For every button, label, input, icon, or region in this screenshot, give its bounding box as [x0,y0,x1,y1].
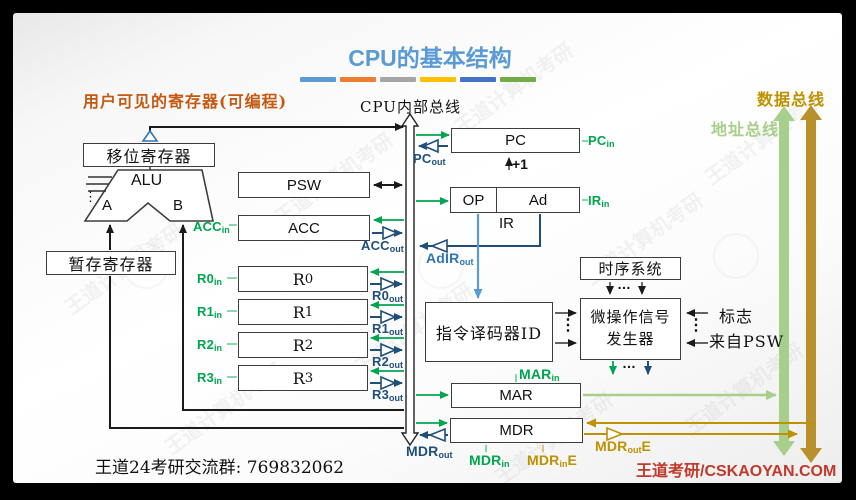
r2-out-gate [380,342,398,358]
r2-in-label: R2in [197,337,223,353]
data-bus-label: 数据总线 [757,90,826,109]
acc-in-label: ACCin [193,219,230,235]
shift-to-bus-wire [149,123,404,131]
micro-op-line2: 发生器 [606,330,655,348]
pc-out-gate [421,138,439,154]
timing-system-box: 时序系统 [580,257,681,280]
shift-out-gate [141,129,159,142]
alu-shape [83,169,214,222]
title-dash [500,77,536,82]
pc-box: PC [451,128,580,153]
temp-register-box: 暂存寄存器 [46,251,176,275]
r3-base: R [292,368,305,388]
ir-caption: IR [499,215,514,232]
mar-in-label: MARin [519,366,560,383]
mar-box: MAR [451,383,581,408]
acc-out-label: ACCout [361,238,404,254]
r0-base: R [292,269,305,289]
shift-register-box: 移位寄存器 [83,143,215,167]
qq-group-text: 王道24考研交流群: 769832062 [95,458,345,478]
mdr-out-e-gate [606,426,625,442]
bus-to-alu-b-wire [179,224,404,411]
alu-extra-inputs-ellipsis: ⋮ [84,189,97,204]
alu-extra-input-marks [86,176,112,192]
r3-out-label: R3out [372,387,404,403]
micro-op-generator-box: 微操作信号 发生器 [580,298,681,360]
mdr-out-gate [427,427,446,443]
title-dash [460,77,496,82]
ir-ad-field: Ad [528,191,548,209]
data-bus-arrow [800,105,822,463]
r0-out-gate [380,276,398,292]
acc-box: ACC [238,215,370,241]
mdr-in-e-label: MDRinE [527,452,578,469]
r2-sub: 2 [304,337,314,353]
adir-out-gate [429,238,448,254]
address-bus-label: 地址总线 [711,120,780,139]
brand-text: 王道考研/CSKAOYAN.COM [636,463,837,480]
r1-out-label: R1out [372,321,404,337]
title-dash [340,77,376,82]
r1-sub: 1 [304,304,314,320]
title-dash [380,77,416,82]
watermark-logo [713,233,759,279]
pc-in-label: PCin [588,133,615,149]
r1-base: R [292,302,305,322]
micro-out-ellipsis: … [622,355,636,371]
pc-out-label: PCout [413,151,446,167]
r2-out-label: R2out [372,354,404,370]
title-dash [300,77,336,82]
decoder-ellipsis: ⋮ [560,317,576,334]
r0-in-label: R0in [197,271,223,287]
plus-one-label: +1 [512,156,528,172]
mdr-out-e-label: MDRoutE [595,438,652,455]
r3-in-label: R3in [197,370,223,386]
r0-sub: 0 [304,271,314,287]
user-visible-registers-label: 用户可见的寄存器(可编程) [83,92,288,111]
title-underline-dashes [300,77,536,82]
r1-in-label: R1in [197,304,223,320]
psw-box: PSW [238,172,370,198]
micro-op-line1: 微操作信号 [590,308,671,327]
r1-out-gate [380,309,398,325]
r2-base: R [292,335,305,355]
mdr-out-label: MDRout [406,443,453,460]
page-title: CPU的基本结构 [348,45,512,71]
mdr-box: MDR [450,418,583,443]
flag-ellipsis: ⋮ [688,317,704,334]
alu-input-b-label: B [173,197,184,214]
adir-out-label: AdIRout [426,250,474,267]
mdr-in-label: MDRin [469,452,510,469]
flag-label: 标志 [719,307,754,326]
acc-out-gate [382,225,400,241]
address-bus-arrow [773,106,795,456]
bus-to-temp-wire [109,276,404,429]
instruction-decoder-box: 指令译码器ID [425,302,553,362]
from-psw-label: 来自PSW [709,332,785,351]
ir-box: OP Ad [450,187,580,213]
internal-bus-label: CPU内部总线 [360,98,461,116]
internal-bus-arrow [400,112,420,447]
title-dash [420,77,456,82]
r0-out-label: R0out [372,288,404,304]
ir-op-field: OP [451,188,497,212]
ir-in-label: IRin [588,193,610,209]
r3-sub: 3 [304,370,314,386]
r3-out-gate [380,375,398,391]
adir-out-arrow [419,214,541,250]
timing-ellipsis: … [617,276,631,292]
alu-label: ALU [131,172,163,189]
alu-input-a-label: A [102,197,113,214]
